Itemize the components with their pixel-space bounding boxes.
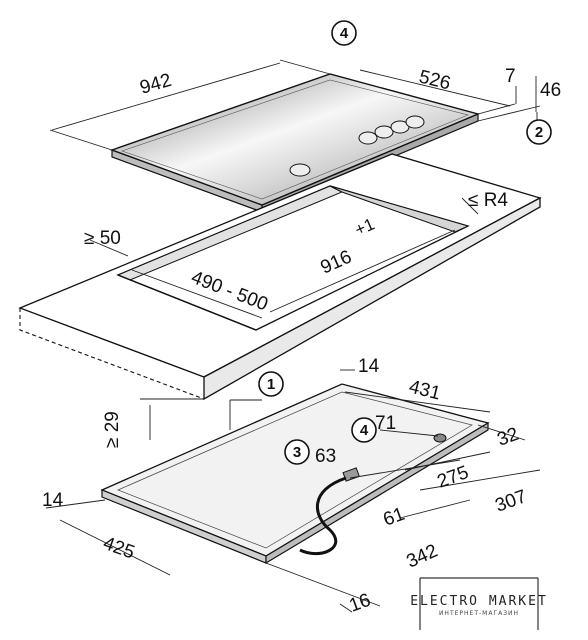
hob-underside — [100, 383, 490, 565]
badge-2: 2 — [535, 124, 543, 141]
dim-71: 71 — [375, 413, 396, 434]
badge-4-bottom: 4 — [360, 422, 369, 439]
callout-badges: 4 2 1 3 4 — [258, 20, 552, 465]
dim-min-clearance: ≥ 50 — [84, 228, 121, 249]
electro-market-watermark: ELECTRO MARKET ИНТЕРНЕТ-МАГАЗИН — [410, 577, 548, 630]
dim-14-left: 14 — [42, 490, 64, 511]
dim-corner-radius: ≤ R4 — [468, 190, 508, 211]
dim-height: 46 — [540, 80, 561, 101]
watermark-brand: ELECTRO MARKET — [410, 594, 548, 609]
dim-431: 431 — [407, 376, 443, 404]
dim-425: 425 — [100, 533, 137, 564]
badge-4-top: 4 — [340, 25, 349, 42]
control-knobs — [289, 115, 425, 177]
dim-342: 342 — [403, 540, 441, 572]
dim-32: 32 — [495, 424, 522, 451]
dim-61: 61 — [381, 504, 408, 531]
worktop — [18, 153, 542, 401]
bottom-dimension-lines — [45, 369, 541, 613]
badge-1: 1 — [267, 376, 275, 393]
dim-glass-thickness: 7 — [505, 66, 516, 87]
watermark-tagline: ИНТЕРНЕТ-МАГАЗИН — [439, 610, 519, 617]
dim-307: 307 — [493, 486, 530, 517]
dim-depth: 526 — [417, 66, 453, 94]
dim-16: 16 — [347, 590, 374, 617]
worktop-dimension-lines — [89, 197, 479, 440]
badge-3: 3 — [293, 444, 301, 461]
dim-14-top: 14 — [358, 356, 380, 377]
dim-275: 275 — [435, 462, 472, 493]
dim-63: 63 — [315, 446, 336, 467]
dim-min-depth: ≥ 29 — [102, 411, 123, 448]
dim-width: 942 — [138, 70, 174, 99]
top-dimension-lines — [49, 59, 541, 151]
